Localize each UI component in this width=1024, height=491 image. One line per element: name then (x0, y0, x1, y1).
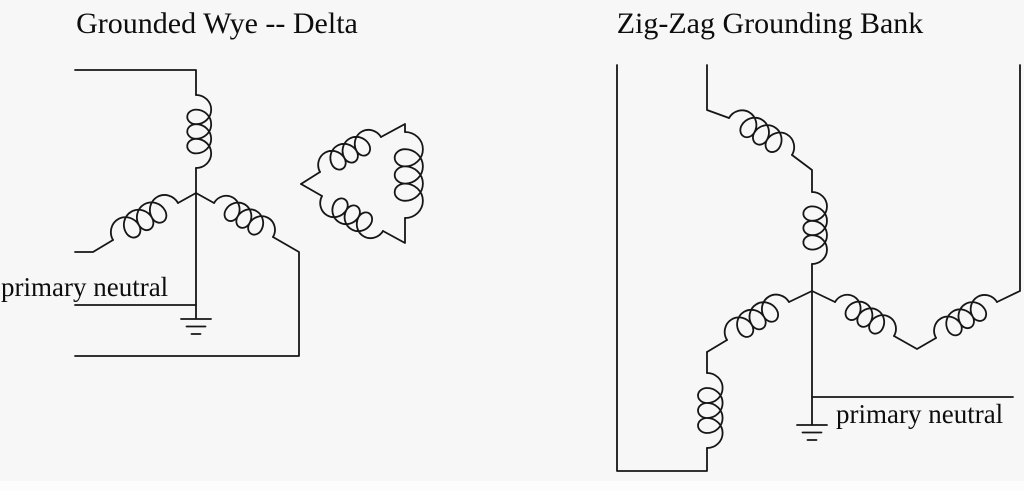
delta-top-right-corner (380, 123, 406, 138)
wye-phase-b-terminal (74, 239, 114, 253)
zigzag-top-phase-line (706, 64, 730, 119)
wye-phase-b-coil (110, 194, 179, 241)
wye-phase-c-line (74, 236, 300, 357)
zigzag-left-leg-diagonal (706, 339, 728, 353)
delta-left-bottom-side (300, 183, 323, 197)
wye-phase-a-coil (186, 94, 212, 169)
zigzag-grounding-bank-diagram (616, 64, 1021, 472)
grounded-wye-delta-diagram (74, 69, 424, 357)
zigzag-right-leg-lead (811, 290, 836, 303)
wye-phase-a-line (74, 69, 197, 96)
delta-top-coil (317, 128, 382, 173)
zigzag-primary-neutral-label: primary neutral (836, 399, 1004, 429)
zigzag-right-diagonal-coil (834, 293, 897, 337)
wye-phase-c-coil (213, 194, 276, 238)
zigzag-far-right-diagonal-coil (933, 294, 998, 339)
delta-right-coil (393, 131, 424, 219)
wye-phase-b-lead (177, 192, 197, 204)
zigzag-left-diagonal-coil (723, 293, 790, 341)
delta-bottom-right-corner (382, 217, 406, 244)
zigzag-top-diagonal-coil (728, 109, 796, 156)
wye-primary-neutral-label: primary neutral (1, 272, 169, 302)
zigzag-left-leg-lead (788, 290, 813, 303)
zigzag-left-phase-line (616, 64, 708, 472)
wye-phase-c-lead (195, 192, 215, 204)
wye-ground-symbol (180, 318, 212, 335)
zigzag-upper-vertical-coil (802, 191, 828, 265)
zigzag-ground-symbol (796, 424, 828, 441)
delta-bottom-coil (319, 195, 384, 240)
zigzag-top-leg-link (791, 154, 813, 193)
zigzag-right-phase-line (996, 64, 1021, 303)
zigzag-right-valley (893, 335, 937, 350)
page-bottom-margin (0, 481, 1024, 491)
delta-left-top-side (300, 171, 321, 185)
left-diagram-title: Grounded Wye -- Delta (76, 7, 358, 40)
zigzag-lower-vertical-coil (697, 372, 724, 449)
right-diagram-title: Zig-Zag Grounding Bank (616, 7, 924, 40)
